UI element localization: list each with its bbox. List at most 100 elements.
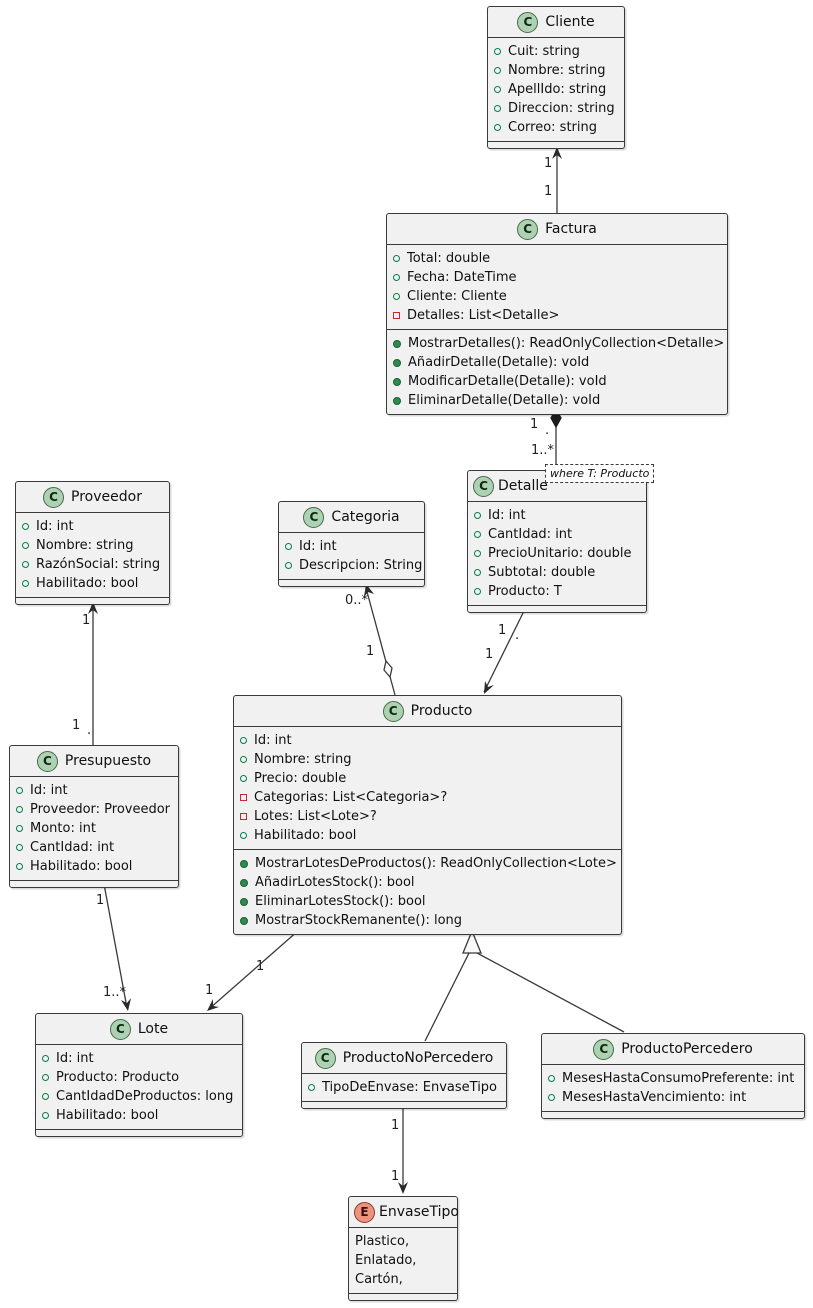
field-public-icon xyxy=(474,569,481,576)
member-text: Fecha: DateTime xyxy=(407,270,517,285)
member-text: Correo: string xyxy=(508,120,597,135)
member-row: Total: double xyxy=(393,249,721,268)
field-public-icon xyxy=(16,825,23,832)
multiplicity-label: 1..* xyxy=(531,443,555,458)
class-name: ProductoNoPercedero xyxy=(342,1050,494,1066)
member-text: Cliente: Cliente xyxy=(407,289,507,304)
class-spot-icon: C xyxy=(109,1018,131,1040)
member-text: CantIdad: int xyxy=(30,840,115,855)
member-row: Id: int xyxy=(22,517,163,536)
member-text: Habilitado: bool xyxy=(56,1108,159,1123)
member-row: Descripcion: String xyxy=(285,556,422,575)
class-detalle-empty-compartment xyxy=(468,605,646,612)
member-row: AñadirDetalle(Detalle): voId xyxy=(393,353,721,372)
member-text: Habilitado: bool xyxy=(254,828,357,843)
class-categoria-empty-compartment xyxy=(279,579,424,586)
class-presupuesto-empty-compartment xyxy=(10,880,178,887)
class-lote-title: C Lote xyxy=(36,1014,242,1044)
field-public-icon xyxy=(42,1074,49,1081)
multiplicity-label: 1 xyxy=(544,184,553,199)
member-row: CantIdad: int xyxy=(16,838,172,857)
class-spot-icon: C xyxy=(517,11,539,33)
member-text: Lotes: List<Lote>? xyxy=(254,809,377,824)
member-text: Cartón, xyxy=(355,1272,403,1287)
member-text: Nombre: string xyxy=(254,752,352,767)
member-row: Id: int xyxy=(42,1049,236,1068)
member-text: MostrarStockRemanente(): long xyxy=(255,913,463,928)
edge-producto-lote xyxy=(207,929,300,1011)
member-row: Precio: double xyxy=(240,769,615,788)
member-text: Id: int xyxy=(488,508,526,523)
class-name: Detalle xyxy=(498,478,548,494)
multiplicity-label: 1 xyxy=(205,983,214,998)
member-text: ModificarDetalle(Detalle): voId xyxy=(408,374,607,389)
member-row: Id: int xyxy=(16,781,172,800)
field-private-icon xyxy=(393,312,400,319)
member-row: MostrarDetalles(): ReadOnlyCollection<De… xyxy=(393,334,725,353)
class-name: Lote xyxy=(137,1021,169,1037)
multiplicity-label: . xyxy=(515,628,520,643)
member-text: EliminarDetalle(Detalle): voId xyxy=(408,393,601,408)
member-text: Producto: Producto xyxy=(56,1070,180,1085)
class-lote-empty-compartment xyxy=(36,1129,242,1136)
edge-nopercedero-envasetipo xyxy=(398,1106,408,1194)
method-public-icon xyxy=(240,897,248,906)
member-row: Producto: T xyxy=(474,582,640,601)
member-row: Fecha: DateTime xyxy=(393,268,721,287)
member-text: CantIdadDeProductos: long xyxy=(56,1089,234,1104)
member-text: TipoDeEnvase: EnvaseTipo xyxy=(322,1080,498,1095)
field-public-icon xyxy=(494,124,501,131)
member-text: Precio: double xyxy=(254,771,347,786)
method-public-icon xyxy=(240,916,248,925)
class-spot-icon: C xyxy=(593,1038,615,1060)
field-public-icon xyxy=(308,1084,315,1091)
enum-envase-tipo-title: E EnvaseTipo xyxy=(349,1197,459,1227)
member-text: Id: int xyxy=(254,733,292,748)
member-text: Descripcion: String xyxy=(299,558,423,573)
multiplicity-label: 1 xyxy=(82,613,91,628)
method-public-icon xyxy=(240,878,248,887)
edge-detalle-factura-composition xyxy=(550,407,562,470)
class-cliente-title: C Cliente xyxy=(488,7,624,37)
member-row: Producto: Producto xyxy=(42,1068,236,1087)
method-public-icon xyxy=(393,377,401,386)
member-text: MesesHastaConsumoPreferente: int xyxy=(562,1071,795,1086)
member-row: Cliente: Cliente xyxy=(393,287,721,306)
field-public-icon xyxy=(494,105,501,112)
edge-producto-categoria-aggregation xyxy=(364,584,396,696)
member-row: ModificarDetalle(Detalle): voId xyxy=(393,372,721,391)
member-text: MostrarDetalles(): ReadOnlyCollection<De… xyxy=(408,336,725,351)
member-row: CantIdadDeProductos: long xyxy=(42,1087,236,1106)
member-row: Direccion: string xyxy=(494,99,618,118)
member-text: Habilitado: bool xyxy=(36,576,139,591)
member-row: MesesHastaConsumoPreferente: int xyxy=(548,1069,798,1088)
class-producto-title: C Producto xyxy=(234,696,621,726)
member-row: Nombre: string xyxy=(494,61,618,80)
multiplicity-label: 1 xyxy=(544,156,553,171)
member-text: Habilitado: bool xyxy=(30,859,133,874)
field-public-icon xyxy=(285,562,292,569)
field-public-icon xyxy=(22,542,29,549)
field-public-icon xyxy=(240,832,247,839)
member-text: ApellIdo: string xyxy=(508,82,607,97)
generic-constraint-note: where T: Producto xyxy=(545,464,655,483)
field-public-icon xyxy=(16,863,23,870)
member-text: Categorias: List<Categoria>? xyxy=(254,790,448,805)
member-text: CantIdad: int xyxy=(488,527,573,542)
member-row: EliminarDetalle(Detalle): voId xyxy=(393,391,721,410)
edge-factura-cliente xyxy=(552,147,562,213)
field-public-icon xyxy=(16,844,23,851)
multiplicity-label: 1..* xyxy=(103,985,127,1000)
member-row: MostrarStockRemanente(): long xyxy=(240,911,615,930)
member-row: Habilitado: bool xyxy=(240,826,615,845)
member-row: Id: int xyxy=(474,506,640,525)
field-public-icon xyxy=(474,531,481,538)
class-spot-icon: C xyxy=(303,506,325,528)
